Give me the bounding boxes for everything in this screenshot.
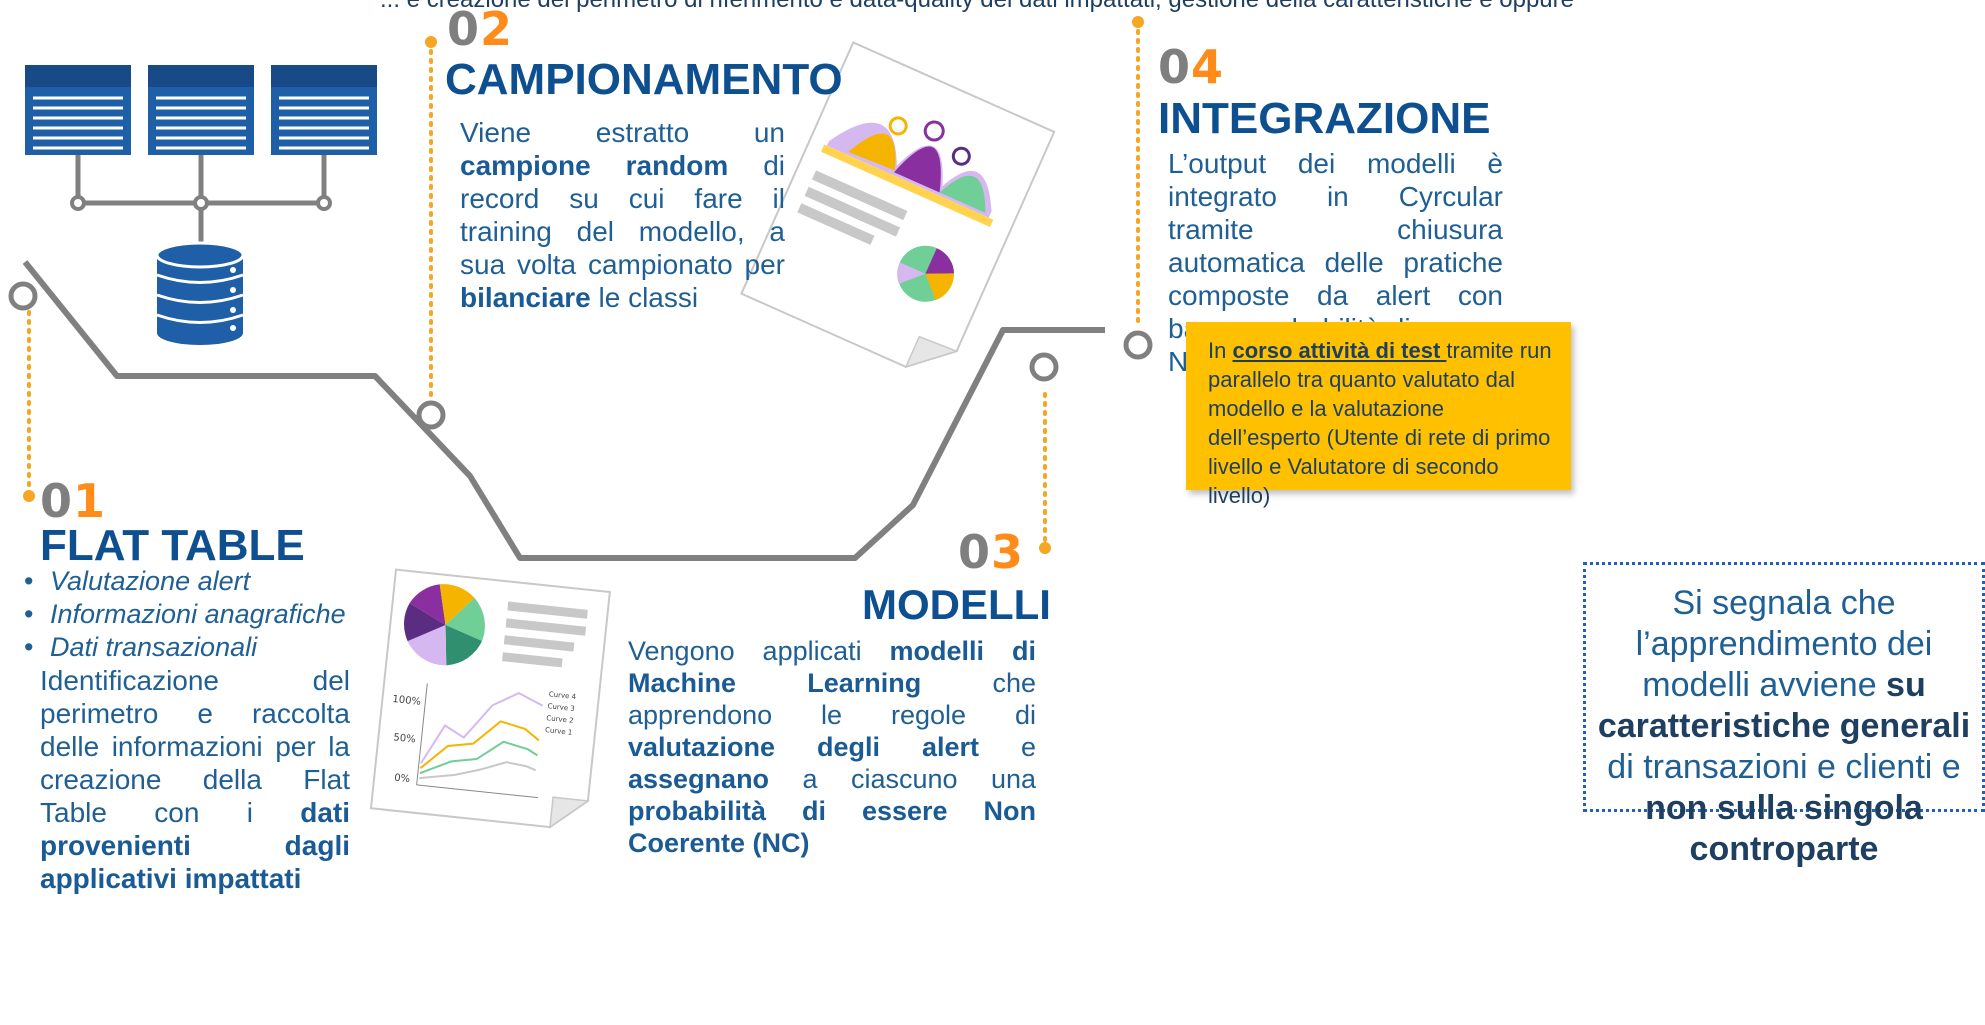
database-icon xyxy=(155,241,245,345)
step-03-description: Vengono applicati modelli di Machine Lea… xyxy=(628,636,1036,858)
tables-icon xyxy=(25,65,377,245)
mini-chart-legend-3: Curve 3 xyxy=(547,702,575,713)
step-04-title: INTEGRAZIONE xyxy=(1158,94,1491,143)
step-03-title: MODELLI xyxy=(862,581,1051,628)
step-03-number: 03 xyxy=(958,525,1025,579)
connector-03-dot xyxy=(1039,542,1051,554)
mini-chart-ylabel-100: 100% xyxy=(392,694,422,708)
connector-01-dot xyxy=(23,490,35,502)
step-02-title: CAMPIONAMENTO xyxy=(445,55,843,104)
step-04-number: 04 xyxy=(1158,40,1225,94)
bullet-item: Dati transazionali xyxy=(24,631,364,664)
mini-chart-ylabel-0: 0% xyxy=(394,773,411,786)
report-document-icon xyxy=(740,41,1056,369)
step-01-title: FLAT TABLE xyxy=(40,521,305,570)
top-cropped-text: ... e creazione del perimetro di riferim… xyxy=(380,0,1580,14)
step-02-number: 02 xyxy=(447,2,514,56)
milestone-03-ring xyxy=(1029,352,1059,382)
mini-chart-legend-1: Curve 1 xyxy=(545,726,573,737)
bullet-item: Valutazione alert xyxy=(24,565,364,598)
mini-chart-ylabel-50: 50% xyxy=(393,732,416,745)
step-01-description: Identificazione del perimetro e raccolta… xyxy=(40,665,350,894)
connector-04-dot xyxy=(1132,16,1144,28)
milestone-01-ring xyxy=(8,281,38,311)
step-01-number: 01 xyxy=(40,474,107,528)
step-04-description: L’output dei modelli è integrato in Cyrc… xyxy=(1168,148,1503,377)
mini-chart-legend-2: Curve 2 xyxy=(546,714,574,725)
milestone-04-ring xyxy=(1123,330,1153,360)
timeline-path xyxy=(22,260,1105,561)
test-activity-note: In corso attività di test tramite run pa… xyxy=(1186,322,1571,508)
analytics-document-icon: 100% 50% 0% Curve 4 Curve 3 Curve 2 Curv… xyxy=(369,568,611,829)
mini-chart-legend-4: Curve 4 xyxy=(548,690,577,701)
connector-02-dot xyxy=(425,36,437,48)
step-01-bullets: Valutazione alert Informazioni anagrafic… xyxy=(24,565,364,664)
step-02-description: Viene estratto un campione random di rec… xyxy=(460,117,785,313)
bullet-item: Informazioni anagrafiche xyxy=(24,598,364,631)
model-learning-callout: Si segnala che l’apprendimento dei model… xyxy=(1583,562,1985,868)
milestone-02-ring xyxy=(416,400,446,430)
